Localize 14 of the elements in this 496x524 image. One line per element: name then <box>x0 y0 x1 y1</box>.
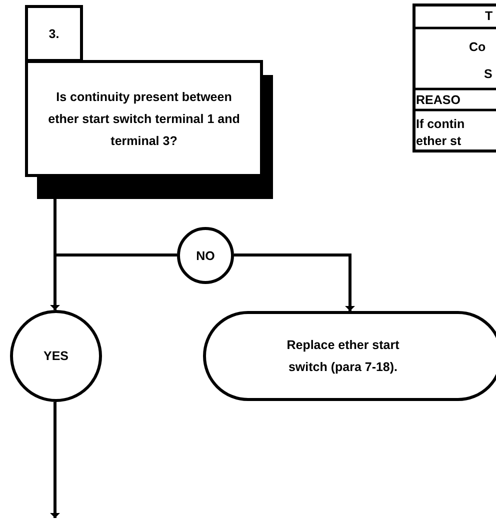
action-terminal: Replace ether start switch (para 7-18). <box>203 311 496 401</box>
answer-circle: YES <box>10 310 102 402</box>
step-number-box: 3. <box>25 5 83 62</box>
arrow <box>234 254 355 311</box>
answer-circle: NO <box>177 227 234 284</box>
table-cell-text: S <box>484 67 492 81</box>
connector-line <box>54 199 177 256</box>
question-box: Is continuity present between ether start switch terminal 1 and terminal 3? <box>25 60 263 177</box>
table-cell-text: REASO <box>416 93 460 107</box>
table-cell-text: Co <box>469 40 486 54</box>
table-cell-text: T <box>485 9 493 23</box>
table-cell-text: If contin <box>416 117 465 131</box>
table-cell-text: ether st <box>416 134 462 148</box>
arrow <box>50 402 60 518</box>
